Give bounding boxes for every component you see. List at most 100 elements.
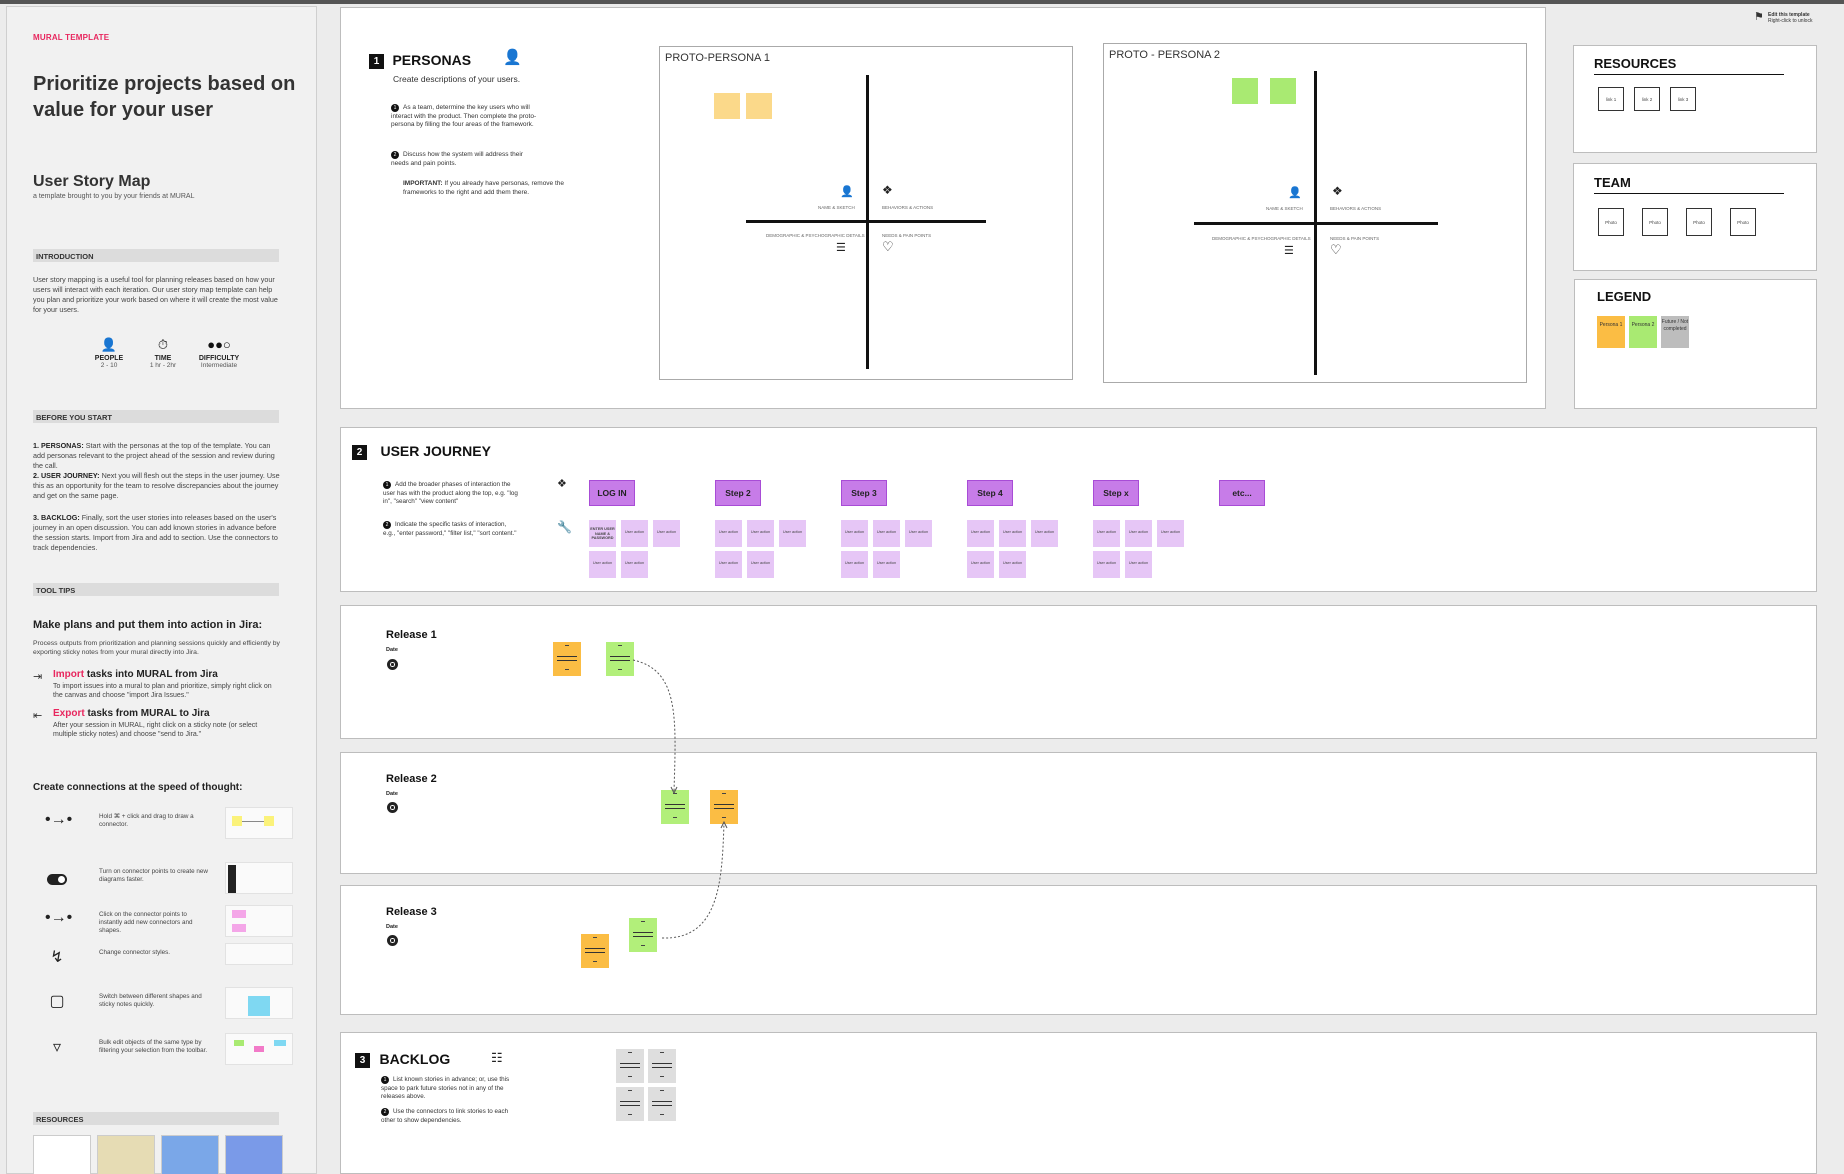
- user-action-sticky[interactable]: User action: [999, 520, 1026, 547]
- divider: [1594, 74, 1784, 75]
- bullet-2: 2: [391, 151, 399, 159]
- sticky-note[interactable]: [714, 93, 740, 119]
- user-action-sticky[interactable]: User action: [841, 520, 868, 547]
- resource-thumb[interactable]: [97, 1135, 155, 1174]
- user-action-sticky[interactable]: User action: [747, 520, 774, 547]
- stopwatch-icon: ⏱: [157, 337, 169, 352]
- quadrant-label: NEEDS & PAIN POINTS: [1330, 236, 1380, 241]
- proto-persona-2[interactable]: PROTO - PERSONA 2 👤 NAME & SKETCH ❖ BEHA…: [1103, 43, 1527, 383]
- user-action-sticky[interactable]: User action: [1125, 520, 1152, 547]
- before-step-1: 1. PERSONAS: Start with the personas at …: [33, 441, 283, 471]
- journey-step-1-text: Add the broader phases of interaction th…: [383, 481, 518, 505]
- user-action-sticky[interactable]: User action: [1093, 551, 1120, 578]
- resource-link[interactable]: link 2: [1634, 87, 1660, 111]
- intro-heading: INTRODUCTION: [33, 249, 279, 262]
- release-title: Release 2: [386, 773, 437, 785]
- sticky-note[interactable]: [1232, 78, 1258, 104]
- user-action-sticky[interactable]: User action: [621, 520, 648, 547]
- story-sticky[interactable]: [606, 642, 634, 676]
- bullet-2: 2: [383, 521, 391, 529]
- story-sticky[interactable]: [553, 642, 581, 676]
- resource-link[interactable]: link 3: [1670, 87, 1696, 111]
- user-action-sticky[interactable]: User action: [905, 520, 932, 547]
- legend-title: LEGEND: [1597, 289, 1652, 304]
- template-title: Prioritize projects based on value for y…: [33, 73, 296, 121]
- user-action-sticky[interactable]: User action: [653, 520, 680, 547]
- story-sticky[interactable]: [710, 790, 738, 824]
- release-2-board[interactable]: Release 2 Date: [340, 752, 1817, 874]
- resource-thumb[interactable]: [225, 1135, 283, 1174]
- user-action-sticky[interactable]: User action: [715, 520, 742, 547]
- story-sticky[interactable]: [629, 918, 657, 952]
- story-sticky[interactable]: [581, 934, 609, 968]
- backlog-sticky[interactable]: [648, 1087, 676, 1121]
- footprints-icon: ❖: [557, 478, 567, 490]
- release-1-board[interactable]: Release 1 Date: [340, 605, 1817, 739]
- edit-badge[interactable]: ⚑ Edit this template Right-click to unlo…: [1754, 12, 1812, 25]
- journey-step-2-text: Indicate the specific tasks of interacti…: [383, 521, 517, 537]
- resource-thumb[interactable]: [33, 1135, 91, 1174]
- sticky-note[interactable]: [746, 93, 772, 119]
- resource-link[interactable]: link 1: [1598, 87, 1624, 111]
- export-highlight: Export: [53, 708, 85, 719]
- team-box[interactable]: TEAM Photo Photo Photo Photo: [1573, 163, 1817, 271]
- journey-step-log-in[interactable]: LOG IN: [589, 480, 635, 506]
- team-photo[interactable]: Photo: [1730, 208, 1756, 236]
- backlog-sticky[interactable]: [648, 1049, 676, 1083]
- stat-label: DIFFICULTY: [198, 355, 240, 362]
- user-action-sticky[interactable]: User action: [589, 551, 616, 578]
- resources-box[interactable]: RESOURCES link 1 link 2 link 3: [1573, 45, 1817, 153]
- team-photo[interactable]: Photo: [1598, 208, 1624, 236]
- user-action-sticky[interactable]: User action: [747, 551, 774, 578]
- release-date: Date: [386, 924, 398, 930]
- release-date: Date: [386, 647, 398, 653]
- user-action-sticky[interactable]: User action: [967, 520, 994, 547]
- tip-connector-styles: ↯ Change connector styles.: [45, 943, 295, 977]
- backlog-sticky[interactable]: [616, 1087, 644, 1121]
- backlog-sticky[interactable]: [616, 1049, 644, 1083]
- legend-box[interactable]: LEGEND Persona 1 Persona 2 Future / Not …: [1574, 279, 1817, 409]
- story-sticky[interactable]: [661, 790, 689, 824]
- import-highlight: Import: [53, 669, 85, 680]
- user-action-sticky[interactable]: User action: [1031, 520, 1058, 547]
- export-tip: ⇤ Export tasks from MURAL to Jira After …: [33, 708, 283, 739]
- resource-thumb[interactable]: [161, 1135, 219, 1174]
- journey-step-2[interactable]: Step 2: [715, 480, 761, 506]
- user-action-sticky[interactable]: User action: [779, 520, 806, 547]
- user-action-sticky[interactable]: User action: [1093, 520, 1120, 547]
- journey-step-4[interactable]: Step 4: [967, 480, 1013, 506]
- team-photo[interactable]: Photo: [1686, 208, 1712, 236]
- user-action-sticky[interactable]: User action: [873, 551, 900, 578]
- proto-persona-1[interactable]: PROTO-PERSONA 1 👤 NAME & SKETCH ❖ BEHAVI…: [659, 46, 1073, 380]
- user-action-sticky[interactable]: User action: [841, 551, 868, 578]
- section-title: BACKLOG: [379, 1050, 451, 1067]
- journey-step-3[interactable]: Step 3: [841, 480, 887, 506]
- release-3-board[interactable]: Release 3 Date: [340, 885, 1817, 1015]
- user-action-sticky[interactable]: User action: [1157, 520, 1184, 547]
- user-action-sticky[interactable]: User action: [1125, 551, 1152, 578]
- personas-step-1-text: As a team, determine the key users who w…: [391, 104, 537, 128]
- journey-step-etc[interactable]: etc...: [1219, 480, 1265, 506]
- user-action-sticky[interactable]: ENTER USER NAME & PASSWORD: [589, 520, 616, 547]
- sidebar-instructions[interactable]: MURAL TEMPLATE Prioritize projects based…: [6, 6, 317, 1174]
- footprints-icon: ❖: [1332, 184, 1343, 198]
- export-desc: After your session in MURAL, right click…: [53, 722, 258, 738]
- personas-board[interactable]: 1 PERSONAS 👤 Create descriptions of your…: [340, 7, 1546, 409]
- team-photo[interactable]: Photo: [1642, 208, 1668, 236]
- stat-difficulty: ●●○ DIFFICULTY Intermediate: [189, 337, 249, 369]
- user-action-sticky[interactable]: User action: [967, 551, 994, 578]
- user-action-sticky[interactable]: User action: [873, 520, 900, 547]
- user-action-sticky[interactable]: User action: [621, 551, 648, 578]
- user-action-sticky[interactable]: User action: [715, 551, 742, 578]
- journey-step-x[interactable]: Step x: [1093, 480, 1139, 506]
- legend-item: Future / Not completed: [1661, 316, 1689, 348]
- wrench-icon: 🔧: [557, 520, 572, 534]
- connector-points-icon: •→•: [45, 909, 73, 926]
- user-action-sticky[interactable]: User action: [999, 551, 1026, 578]
- resource-thumbnails: [33, 1135, 283, 1174]
- sticky-note[interactable]: [1270, 78, 1296, 104]
- connector-icon: •→•: [45, 811, 73, 828]
